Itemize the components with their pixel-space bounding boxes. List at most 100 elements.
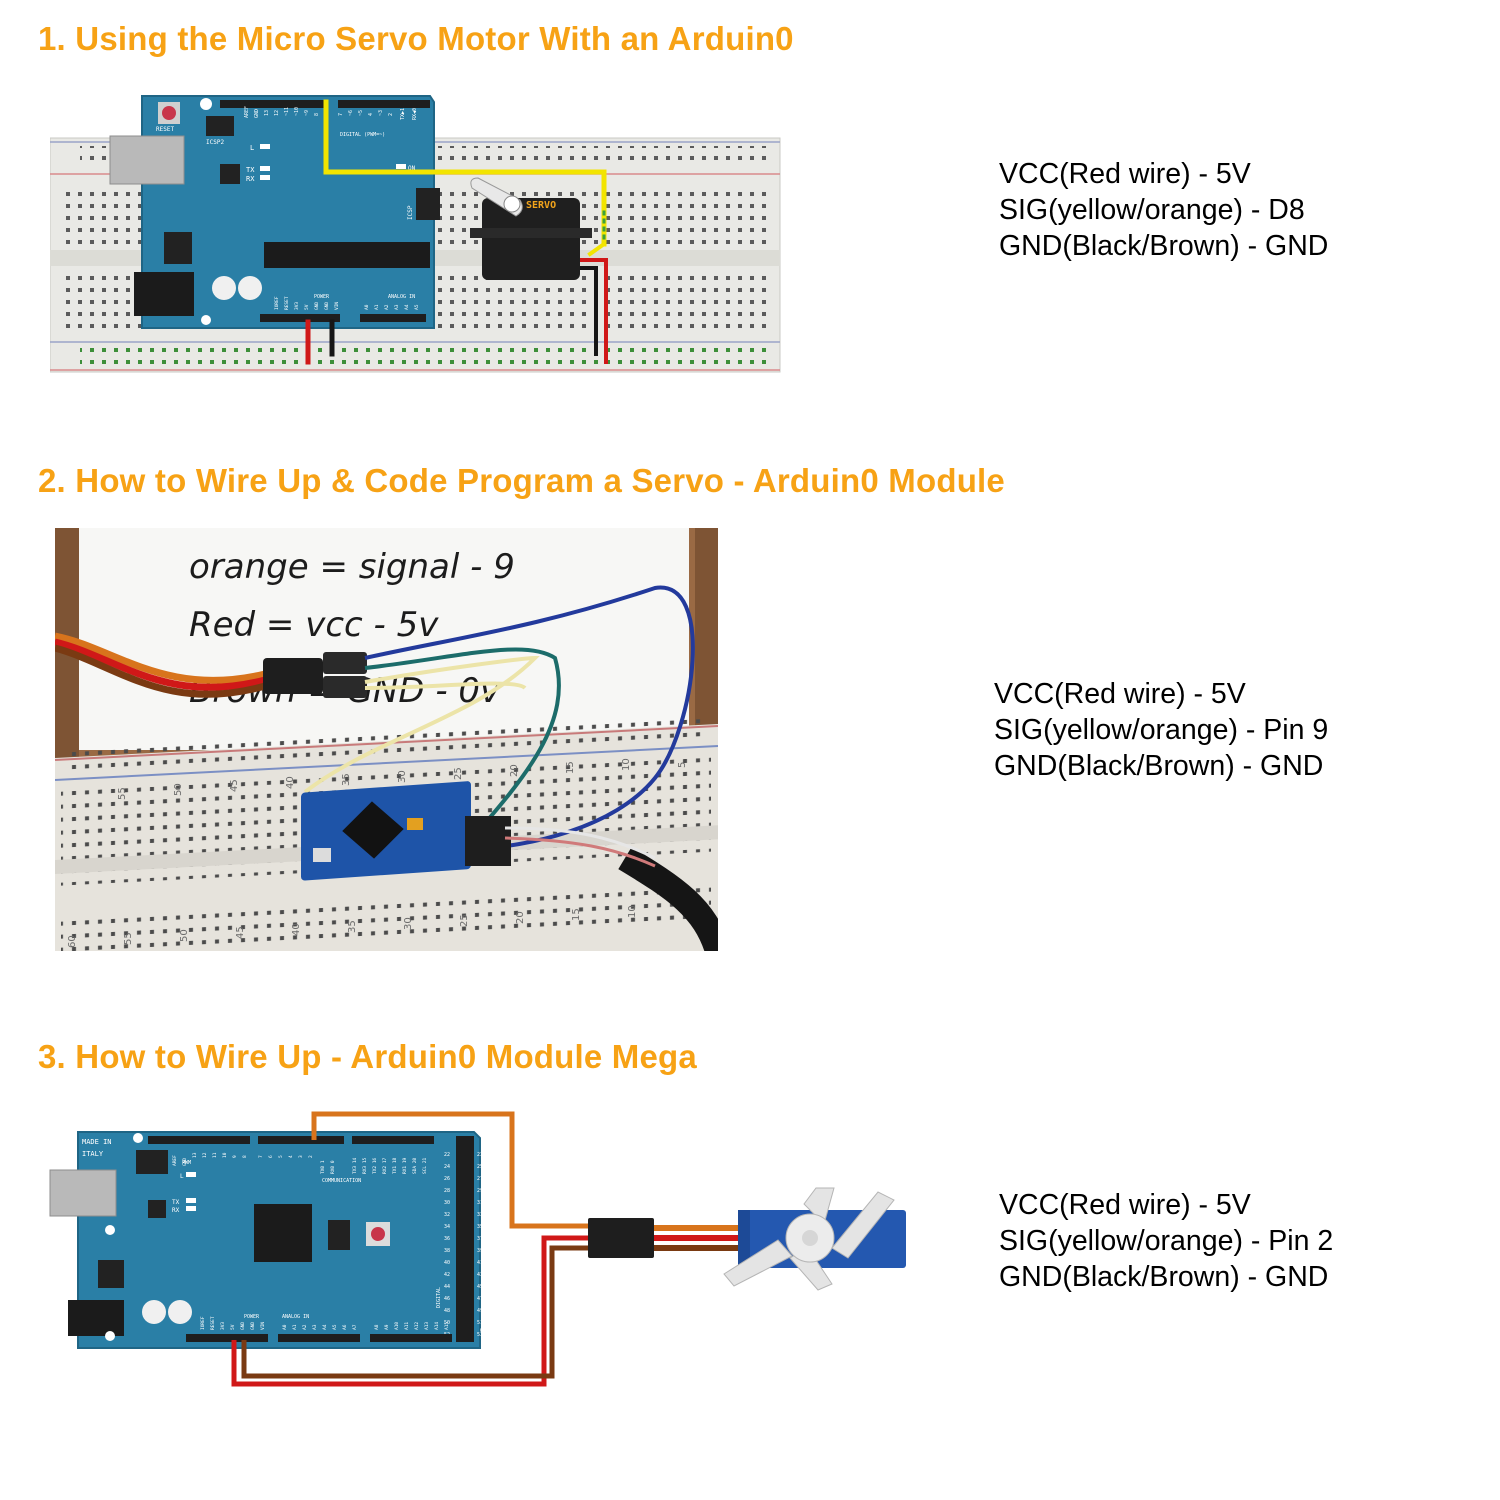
- svg-text:30: 30: [397, 770, 408, 783]
- usb-port: [49, 1169, 117, 1217]
- svg-text:2: 2: [308, 1155, 314, 1158]
- svg-text:TX: TX: [172, 1199, 180, 1206]
- section-2-title: 2. How to Wire Up & Code Program a Servo…: [38, 462, 1005, 499]
- svg-text:SERVO: SERVO: [526, 200, 556, 211]
- svg-text:A4: A4: [322, 1324, 328, 1330]
- pinout-signal: SIG(yellow/orange) - D8: [999, 194, 1305, 226]
- svg-text:GND: GND: [182, 1158, 188, 1166]
- svg-text:10: 10: [621, 758, 632, 771]
- svg-text:13: 13: [192, 1152, 198, 1158]
- svg-text:A7: A7: [352, 1324, 358, 1330]
- pinout-vcc: VCC(Red wire) - 5V: [999, 158, 1251, 190]
- svg-text:7: 7: [258, 1155, 264, 1158]
- handwritten-line-1: orange = signal - 9: [189, 547, 515, 587]
- svg-text:TX1 18: TX1 18: [392, 1157, 398, 1174]
- svg-text:15: 15: [571, 908, 582, 921]
- pinout-vcc: VCC(Red wire) - 5V: [994, 678, 1246, 710]
- svg-text:25: 25: [477, 1164, 483, 1170]
- svg-text:ITALY: ITALY: [82, 1150, 104, 1158]
- svg-text:A0: A0: [364, 304, 370, 310]
- svg-text:ON: ON: [408, 165, 416, 172]
- vcc-wire: [580, 258, 608, 364]
- svg-text:5: 5: [677, 762, 688, 768]
- svg-text:A3: A3: [394, 304, 400, 310]
- svg-text:9: 9: [232, 1155, 238, 1158]
- reset-button: [162, 106, 176, 120]
- svg-text:33: 33: [477, 1212, 483, 1218]
- svg-text:RX2 17: RX2 17: [382, 1157, 388, 1174]
- svg-text:A11: A11: [404, 1322, 410, 1330]
- svg-text:A5: A5: [332, 1324, 338, 1330]
- svg-text:11: 11: [212, 1152, 218, 1158]
- svg-text:PWM: PWM: [182, 1160, 191, 1166]
- svg-text:RX1 19: RX1 19: [402, 1157, 408, 1174]
- bottom-numbers: 60 55 50 45 40 35 30 25 20 15 10 5: [67, 905, 694, 948]
- svg-text:IOREF: IOREF: [274, 296, 280, 310]
- svg-text:55: 55: [117, 787, 128, 800]
- svg-text:RESET: RESET: [210, 1316, 216, 1330]
- usb-cable: [618, 846, 718, 951]
- svg-text:60: 60: [67, 935, 78, 948]
- svg-text:7: 7: [338, 113, 344, 116]
- svg-text:A2: A2: [302, 1324, 308, 1330]
- section-3-title: 3. How to Wire Up - Arduin0 Module Mega: [38, 1038, 697, 1075]
- svg-text:A9: A9: [384, 1324, 390, 1330]
- arduino-mega-diagram: MADE IN ITALY L TX RX PWM COMMUNICATION …: [48, 1108, 908, 1398]
- svg-text:5V: 5V: [304, 304, 310, 310]
- svg-text:SCL 21: SCL 21: [422, 1157, 428, 1174]
- power-jack: [134, 272, 194, 316]
- svg-text:SDA 20: SDA 20: [412, 1157, 418, 1174]
- svg-text:GND: GND: [240, 1322, 246, 1330]
- svg-text:TX▶1: TX▶1: [400, 108, 406, 120]
- svg-text:L: L: [250, 144, 254, 152]
- svg-text:4: 4: [368, 113, 374, 116]
- svg-text:GND: GND: [250, 1322, 256, 1330]
- svg-text:VIN: VIN: [334, 302, 340, 310]
- svg-text:RESET: RESET: [156, 126, 174, 133]
- servo-connector: [263, 658, 323, 694]
- svg-text:DIGITAL: DIGITAL: [436, 1287, 442, 1308]
- svg-text:A14: A14: [434, 1322, 440, 1330]
- svg-text:45: 45: [235, 926, 246, 939]
- svg-text:37: 37: [477, 1236, 483, 1242]
- svg-text:A3: A3: [312, 1324, 318, 1330]
- svg-text:53: 53: [477, 1332, 483, 1338]
- header-connector: [465, 816, 511, 866]
- signal-wire-d8: [323, 99, 607, 247]
- svg-text:48: 48: [444, 1308, 450, 1314]
- svg-text:GND: GND: [324, 302, 330, 310]
- svg-text:45: 45: [477, 1284, 483, 1290]
- power-jack: [68, 1300, 124, 1336]
- svg-text:~6: ~6: [348, 110, 354, 116]
- svg-text:22: 22: [444, 1152, 450, 1158]
- svg-text:36: 36: [444, 1236, 450, 1242]
- svg-text:A0: A0: [282, 1324, 288, 1330]
- svg-text:POWER: POWER: [244, 1314, 260, 1320]
- arduino-pro-mini-board: [301, 781, 511, 881]
- pinout-gnd: GND(Black/Brown) - GND: [999, 1261, 1329, 1293]
- svg-text:28: 28: [444, 1188, 450, 1194]
- svg-text:IOREF: IOREF: [200, 1316, 206, 1330]
- svg-text:43: 43: [477, 1272, 483, 1278]
- svg-text:ANALOG IN: ANALOG IN: [282, 1314, 309, 1320]
- svg-text:40: 40: [444, 1260, 450, 1266]
- svg-text:10: 10: [627, 905, 638, 918]
- svg-text:12: 12: [274, 110, 280, 116]
- svg-text:50: 50: [173, 783, 184, 796]
- atmega2560-chip: [254, 1204, 312, 1262]
- svg-text:27: 27: [477, 1176, 483, 1182]
- svg-text:DIGITAL (PWM=~): DIGITAL (PWM=~): [340, 132, 385, 138]
- svg-text:44: 44: [444, 1284, 450, 1290]
- svg-text:47: 47: [477, 1296, 483, 1302]
- arduino-mega-board: MADE IN ITALY L TX RX PWM COMMUNICATION …: [49, 1131, 489, 1349]
- svg-text:35: 35: [347, 920, 358, 933]
- svg-text:A10: A10: [394, 1322, 400, 1330]
- svg-text:25: 25: [459, 914, 470, 927]
- svg-text:RX: RX: [246, 175, 255, 183]
- svg-text:24: 24: [444, 1164, 450, 1170]
- pinout-gnd: GND(Black/Brown) - GND: [994, 750, 1324, 782]
- svg-text:~10: ~10: [294, 107, 300, 116]
- svg-text:A15: A15: [444, 1322, 450, 1330]
- svg-text:AREF: AREF: [172, 1155, 178, 1166]
- svg-text:TX: TX: [246, 166, 255, 174]
